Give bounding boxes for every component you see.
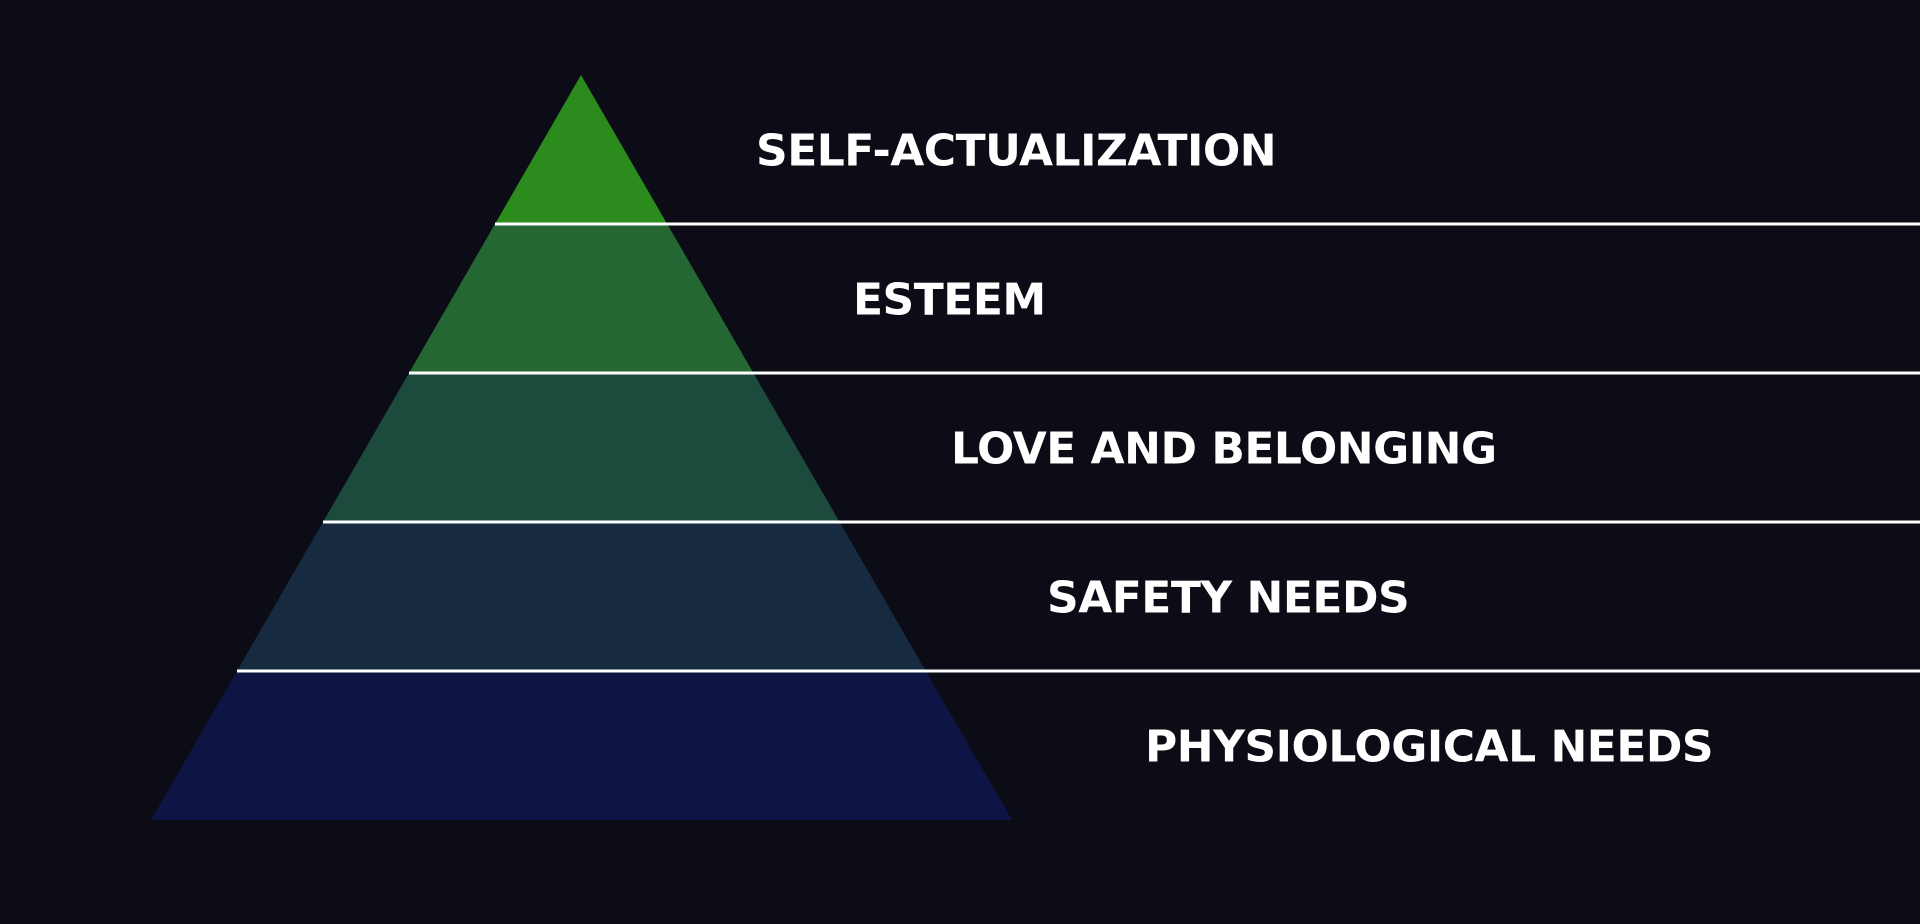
level-label-2: ESTEEM: [853, 275, 1046, 326]
level-labels: SELF-ACTUALIZATION ESTEEM LOVE AND BELONGI…: [756, 126, 1714, 773]
pyramid-band-5: [151, 671, 1012, 820]
level-label-5: PHYSIOLOGICAL NEEDS: [1145, 722, 1713, 773]
pyramid-band-2: [409, 224, 754, 373]
pyramid-bands: [151, 75, 1012, 820]
divider-lines: [237, 222, 1920, 673]
level-label-3: LOVE AND BELONGING: [951, 424, 1497, 475]
pyramid-band-4: [237, 522, 926, 671]
level-label-4: SAFETY NEEDS: [1047, 573, 1409, 624]
level-label-1: SELF-ACTUALIZATION: [756, 126, 1276, 177]
pyramid-band-1: [495, 75, 668, 224]
pyramid-band-3: [323, 373, 840, 522]
